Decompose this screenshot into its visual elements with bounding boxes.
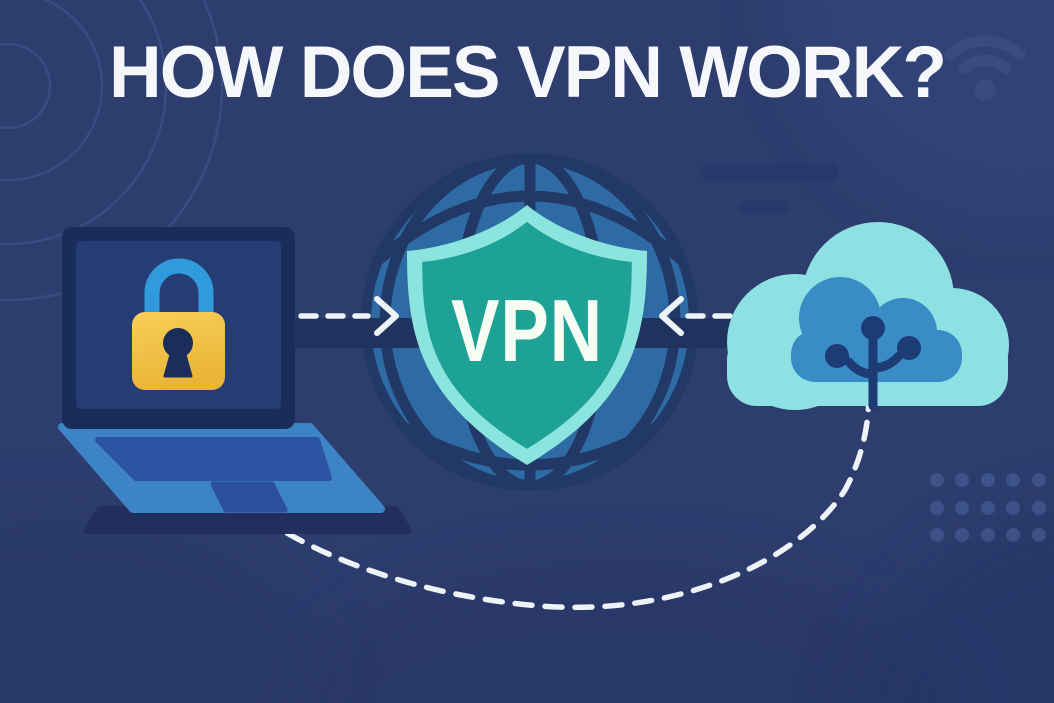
dashed-arrow-right-icon xyxy=(298,296,399,336)
cloud-icon xyxy=(727,222,1009,411)
padlock-keyhole xyxy=(163,328,193,378)
laptop-touchpad xyxy=(210,481,288,513)
wifi-icon xyxy=(944,35,1026,101)
shield-icon: VPN xyxy=(407,205,647,465)
network-node-icon xyxy=(825,316,921,411)
background-bars-decoration xyxy=(700,163,838,214)
vpn-label: VPN xyxy=(451,281,603,380)
page-title: HOW DOES VPN WORK? xyxy=(109,32,947,113)
concentric-circles-decoration xyxy=(0,0,224,302)
laptop-keyboard xyxy=(95,437,332,481)
padlock-shackle xyxy=(144,258,214,320)
laptop-icon xyxy=(58,227,412,534)
dot-grid-decoration xyxy=(930,473,1046,542)
padlock-icon xyxy=(132,258,225,390)
